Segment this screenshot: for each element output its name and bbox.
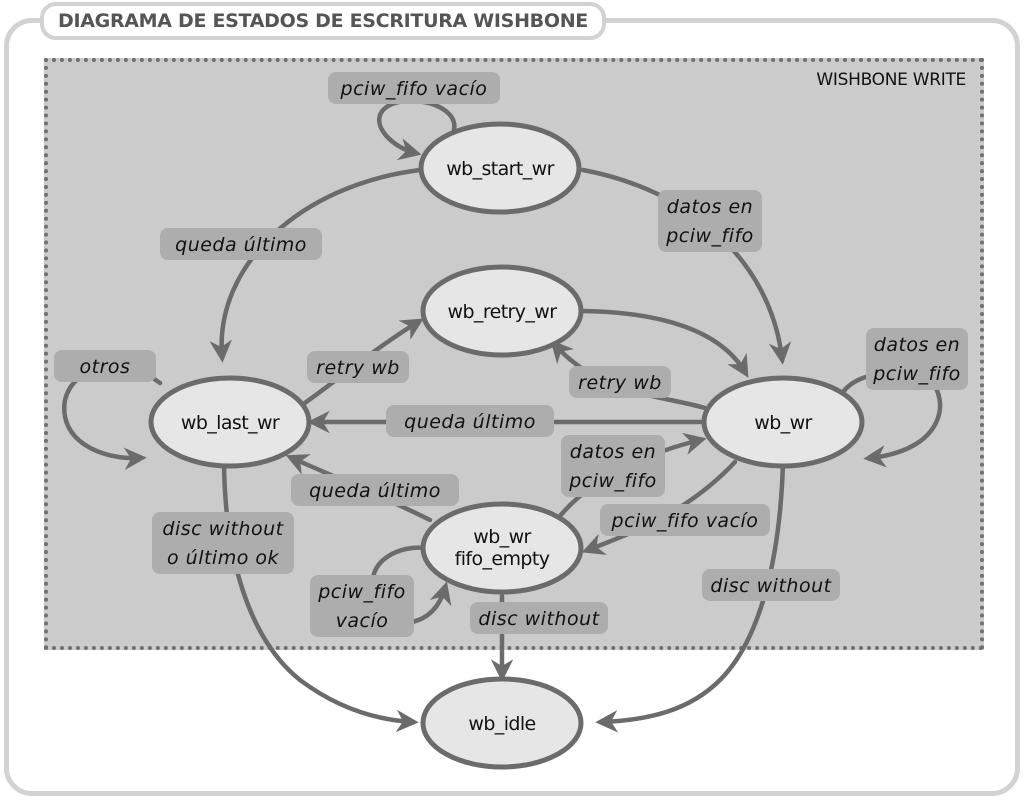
label-t11: queda último [291, 474, 459, 506]
label-t5: retry wb [307, 351, 409, 383]
state-wb-last-wr-label: wb_last_wr [181, 412, 280, 434]
label-t11-line-0: queda último [309, 480, 441, 502]
state-wb-retry-wr: wb_retry_wr [420, 264, 584, 358]
label-t10-line-1: pciw_fifo [568, 470, 657, 492]
label-t8: queda último [386, 405, 554, 437]
label-t2: datos en pciw_fifo [658, 190, 762, 252]
label-t3-line-0: queda último [175, 234, 307, 256]
label-t9-line-0: datos en [874, 334, 960, 356]
edge-t4 [579, 308, 749, 378]
state-wb-wr-fifo-empty-line-0: wb_wr [473, 526, 531, 548]
label-t6: retry wb [569, 366, 671, 398]
state-wb-last-wr: wb_last_wr [148, 375, 312, 469]
state-wb-start-wr: wb_start_wr [418, 121, 582, 215]
label-t2-line-0: datos en [667, 196, 753, 218]
label-t10-line-0: datos en [570, 441, 656, 463]
label-t12-line-0: pciw_fifo vacío [611, 510, 759, 532]
label-t1: pciw_fifo vacío [328, 72, 500, 104]
label-t10: datos en pciw_fifo [561, 435, 665, 497]
label-t5-line-0: retry wb [316, 357, 400, 379]
state-wb-retry-wr-label: wb_retry_wr [448, 301, 558, 323]
label-t14-line-1: o último ok [167, 547, 280, 569]
label-t12: pciw_fifo vacío [600, 504, 770, 536]
label-t3: queda último [160, 228, 322, 260]
label-t2-line-1: pciw_fifo [665, 225, 754, 247]
state-wb-wr-fifo-empty-line-1: fifo_empty [455, 548, 550, 570]
state-wb-wr: wb_wr [701, 375, 865, 469]
state-wb-idle-label: wb_idle [468, 713, 535, 735]
label-t16: disc without [702, 569, 840, 601]
label-t16-line-0: disc without [710, 575, 832, 597]
state-wb-idle: wb_idle [420, 676, 584, 770]
label-t7: otros [54, 350, 156, 382]
label-t9-line-1: pciw_fifo [872, 363, 961, 385]
region-label: WISHBONE WRITE [816, 70, 966, 90]
label-t6-line-0: retry wb [578, 372, 662, 394]
label-t9: datos en pciw_fifo [866, 328, 968, 390]
label-t14: disc without o último ok [152, 512, 294, 574]
label-t13: pciw_fifo vacío [310, 575, 414, 637]
edge-t1 [377, 98, 457, 161]
diagram-title: DIAGRAMA DE ESTADOS DE ESCRITURA WISHBON… [40, 2, 606, 40]
state-wb-wr-label: wb_wr [754, 412, 812, 434]
label-t15: disc without [470, 602, 608, 634]
state-wb-start-wr-label: wb_start_wr [446, 158, 554, 180]
edge-t3 [209, 167, 423, 363]
edge-t16 [595, 460, 786, 733]
label-t1-line-0: pciw_fifo vacío [340, 78, 488, 100]
label-t15-line-0: disc without [478, 608, 600, 630]
label-t13-line-0: pciw_fifo [317, 581, 406, 603]
label-t14-line-0: disc without [162, 518, 284, 540]
label-t13-line-1: vacío [336, 610, 389, 632]
label-t8-line-0: queda último [404, 411, 536, 433]
state-wb-wr-fifo-empty: wb_wr fifo_empty [420, 501, 584, 595]
label-t7-line-0: otros [80, 356, 131, 378]
